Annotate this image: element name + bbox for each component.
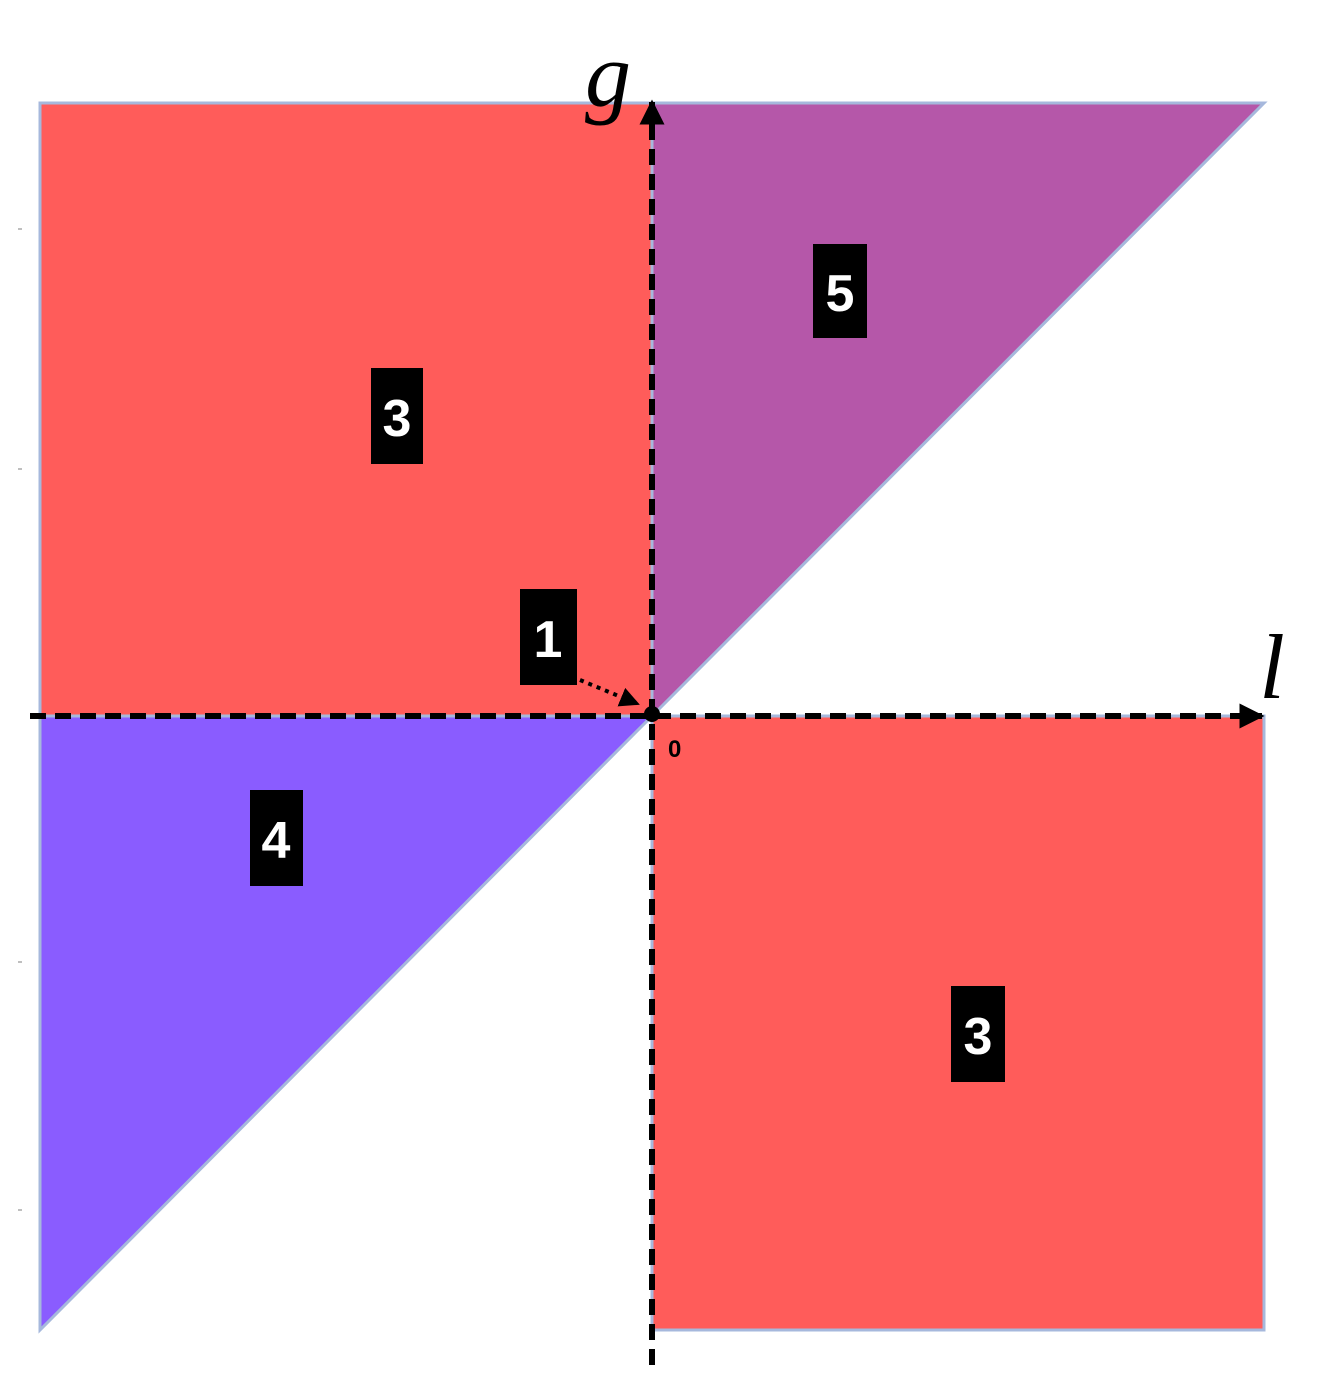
svg-text:3: 3 [383,390,412,448]
origin-pointer-arrow [579,678,640,707]
label-region-q1: 5 [813,244,867,338]
origin-label: 0 [668,736,681,763]
x-axis-label: l [1259,616,1285,718]
label-origin-point: 1 [520,589,577,685]
origin-point [644,706,660,722]
label-region-q4: 3 [951,986,1005,1082]
y-axis-label: g [585,24,631,126]
svg-text:3: 3 [964,1008,993,1066]
label-region-q2: 3 [371,368,423,464]
region-q3-triangle [38,714,656,1334]
left-ticks [18,228,22,1211]
region-q1-triangle [650,101,1268,720]
svg-text:5: 5 [826,265,855,323]
svg-text:4: 4 [262,812,291,870]
label-region-q3: 4 [250,790,303,886]
svg-text:1: 1 [534,611,563,669]
